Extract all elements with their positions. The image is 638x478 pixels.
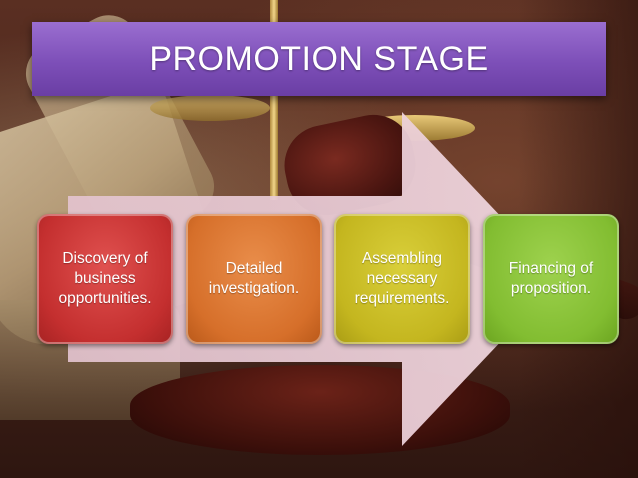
step-discovery: Discovery of business opportunities. <box>37 214 173 344</box>
page-title: PROMOTION STAGE <box>149 39 489 78</box>
step-label: Financing of proposition. <box>508 259 594 297</box>
background-scale-post <box>270 0 278 200</box>
title-banner: PROMOTION STAGE <box>32 22 606 96</box>
step-assembling: Assembling necessary requirements. <box>334 214 470 344</box>
background-scale-pan-left <box>150 95 270 121</box>
step-label: Discovery of business opportunities. <box>58 249 152 308</box>
step-label: Assembling necessary requirements. <box>354 249 450 308</box>
step-investigation: Detailed investigation. <box>186 214 322 344</box>
step-financing: Financing of proposition. <box>483 214 619 344</box>
step-label: Detailed investigation. <box>208 259 300 297</box>
